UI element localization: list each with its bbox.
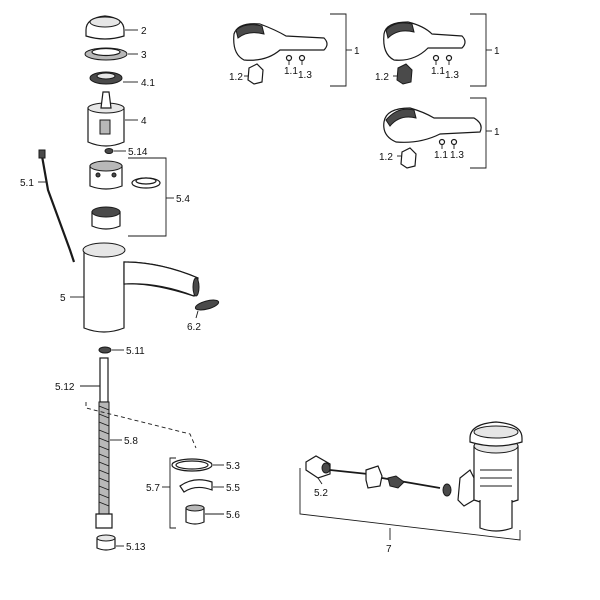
part-lift-rod [38, 149, 76, 263]
label-5-3: 5.3 [226, 461, 240, 472]
handle-variant-1 [233, 23, 328, 85]
label-h3-1-1: 1.1 [434, 150, 448, 161]
part-mixer-body [82, 242, 200, 333]
bracket-waste-7 [299, 468, 521, 541]
label-h3-1-2: 1.2 [379, 152, 393, 163]
part-cartridge [87, 91, 125, 147]
part-pivot-rod [305, 455, 452, 497]
label-6-2: 6.2 [187, 322, 201, 333]
part-ring-nut [84, 47, 128, 61]
part-cap [85, 15, 125, 40]
part-hose-nut [96, 534, 116, 551]
label-h3-1: 1 [494, 127, 500, 138]
bracket-handle-1 [330, 13, 347, 87]
part-adapter [89, 71, 123, 85]
label-w7: 7 [386, 544, 392, 555]
part-threaded-stud [99, 357, 109, 403]
handle-variant-2 [383, 21, 466, 85]
label-2: 2 [141, 26, 147, 37]
label-h3-1-3: 1.3 [450, 150, 464, 161]
part-small-o-ring [104, 148, 114, 154]
label-h2-1-2: 1.2 [375, 72, 389, 83]
label-h1-1-2: 1.2 [229, 72, 243, 83]
label-5-5: 5.5 [226, 483, 240, 494]
part-seal-kit [89, 160, 161, 230]
part-clip [179, 479, 213, 493]
bracket-5-4 [128, 157, 167, 237]
part-bushing [185, 504, 205, 525]
label-5-7: 5.7 [146, 483, 160, 494]
waste-assembly [305, 421, 523, 532]
bracket-handle-2 [470, 13, 487, 87]
part-o-ring-base [98, 346, 112, 354]
label-w5-2: 5.2 [314, 488, 328, 499]
label-h1-1: 1 [354, 46, 360, 57]
leader-w5-2 [317, 477, 323, 485]
label-h2-1: 1 [494, 46, 500, 57]
label-5-11: 5.11 [126, 346, 145, 357]
label-4-1: 4.1 [141, 78, 155, 89]
label-h2-1-3: 1.3 [445, 70, 459, 81]
label-h1-1-3: 1.3 [298, 70, 312, 81]
label-3: 3 [141, 50, 147, 61]
label-5-8: 5.8 [124, 436, 138, 447]
leader-6-2 [195, 310, 199, 319]
label-5-6: 5.6 [226, 510, 240, 521]
part-drain-body [473, 445, 519, 505]
label-5-4: 5.4 [176, 194, 190, 205]
handle-variant-3 [383, 107, 482, 169]
label-h1-1-1: 1.1 [284, 66, 298, 77]
label-h2-1-1: 1.1 [431, 66, 445, 77]
label-4: 4 [141, 116, 147, 127]
part-aerator [194, 299, 220, 311]
label-5-12: 5.12 [55, 382, 75, 393]
part-seal-ring-inner [175, 460, 209, 470]
label-5-13: 5.13 [126, 542, 146, 553]
bracket-5-7 [169, 457, 176, 529]
dashed-connector [85, 402, 197, 449]
bracket-handle-3 [470, 97, 487, 169]
label-5: 5 [60, 293, 66, 304]
label-5-1: 5.1 [20, 178, 34, 189]
part-flexible-hose [95, 401, 113, 529]
label-5-14: 5.14 [128, 147, 148, 158]
